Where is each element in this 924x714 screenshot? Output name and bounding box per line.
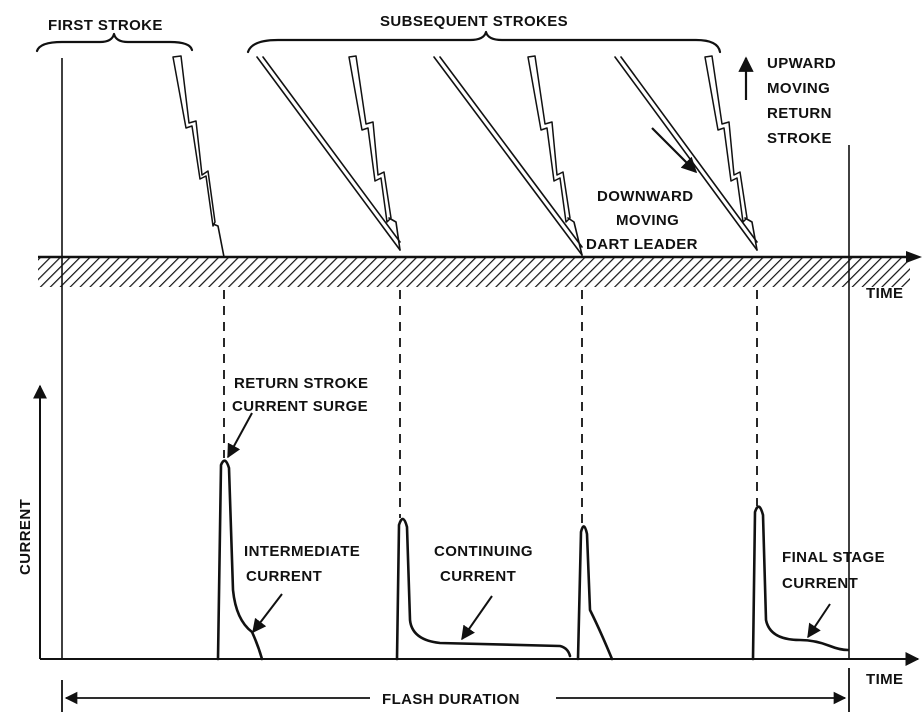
current-waveform: [216, 459, 850, 661]
first-stroke-bolt: [172, 55, 225, 258]
subsequent-stroke-1: [256, 55, 401, 251]
final-label-1: FINAL STAGE: [782, 549, 885, 566]
final-pointer: [807, 603, 831, 639]
surge-pointer: [227, 412, 253, 459]
flash-duration-label: FLASH DURATION: [382, 691, 520, 708]
upward-label-1: UPWARD: [767, 55, 836, 72]
time-top-label: TIME: [866, 285, 903, 302]
downward-arrow: [651, 127, 698, 174]
upward-label-4: STROKE: [767, 130, 832, 147]
upward-label-3: RETURN: [767, 105, 832, 122]
downward-label-3: DART LEADER: [586, 236, 698, 253]
upward-label-2: MOVING: [767, 80, 830, 97]
downward-label-1: DOWNWARD: [597, 188, 694, 205]
continuing-pointer: [461, 595, 493, 641]
top-time-arrow: [906, 251, 922, 263]
downward-label-2: MOVING: [616, 212, 679, 229]
continuing-label-2: CURRENT: [440, 568, 516, 585]
return-surge-label-1: RETURN STROKE: [234, 375, 368, 392]
continuing-label-1: CONTINUING: [434, 543, 533, 560]
return-surge-label-2: CURRENT SURGE: [232, 398, 368, 415]
final-label-2: CURRENT: [782, 575, 858, 592]
subsequent-strokes-label: SUBSEQUENT STROKES: [380, 13, 568, 30]
intermediate-label-2: CURRENT: [246, 568, 322, 585]
current-axis-label: CURRENT: [17, 499, 34, 575]
subsequent-stroke-2: [433, 55, 583, 256]
subsequent-strokes-brace: [246, 30, 722, 54]
first-stroke-brace: [35, 32, 194, 53]
dashed-connectors: [223, 290, 758, 525]
subsequent-stroke-3: [614, 55, 758, 251]
ground-hatched-band: [38, 257, 910, 287]
intermediate-label-1: INTERMEDIATE: [244, 543, 360, 560]
first-stroke-label: FIRST STROKE: [48, 17, 163, 34]
time-bottom-label: TIME: [866, 671, 903, 688]
intermediate-pointer: [252, 593, 283, 634]
